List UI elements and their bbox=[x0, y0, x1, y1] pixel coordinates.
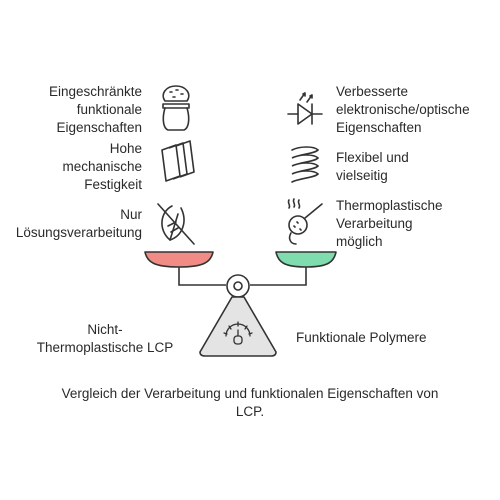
heating-flask-icon bbox=[287, 198, 323, 245]
flour-bag-icon bbox=[162, 85, 190, 131]
label-line: Lösungsverarbeitung bbox=[15, 225, 142, 240]
left-pan bbox=[144, 251, 214, 268]
left-item-2-label: Hohe mechanische Festigkeit bbox=[20, 140, 142, 194]
stacked-sheets-icon bbox=[161, 140, 195, 182]
label-line: möglich bbox=[336, 234, 383, 249]
label-line: Hohe bbox=[109, 141, 142, 156]
caption-line: Vergleich der Verarbeitung und funktiona… bbox=[61, 386, 439, 401]
label-line: Thermoplastische LCP bbox=[36, 340, 174, 355]
label-line: Nicht- bbox=[87, 322, 123, 337]
label-line: Festigkeit bbox=[84, 177, 142, 192]
gauge-icon bbox=[223, 321, 253, 345]
label-line: elektronische/optische bbox=[336, 102, 470, 117]
label-line: Thermoplastische bbox=[336, 198, 443, 213]
label-line: vielseitig bbox=[336, 168, 388, 183]
label-line: Verarbeitung bbox=[336, 216, 413, 231]
pivot-center bbox=[233, 281, 243, 291]
label-line: Nur bbox=[120, 207, 142, 222]
label-line: Flexibel und bbox=[336, 150, 409, 165]
left-item-1-label: Eingeschränkte funktionale Eigenschaften bbox=[20, 83, 142, 137]
scale-left-label: Nicht- Thermoplastische LCP bbox=[20, 321, 190, 357]
left-pan-rope bbox=[178, 267, 226, 286]
caption-line: LCP. bbox=[235, 404, 265, 419]
pivot-ring bbox=[226, 274, 250, 298]
right-item-1-label: Verbesserte elektronische/optische Eigen… bbox=[336, 83, 500, 137]
scale-right-label: Funktionale Polymere bbox=[296, 330, 427, 345]
caption: Vergleich der Verarbeitung und funktiona… bbox=[10, 385, 490, 421]
label-line: Eingeschränkte bbox=[48, 84, 142, 99]
left-item-3-label: Nur Lösungsverarbeitung bbox=[2, 206, 142, 242]
right-item-3-label: Thermoplastische Verarbeitung möglich bbox=[336, 197, 486, 251]
label-line: funktionale bbox=[76, 102, 142, 117]
right-item-2-label: Flexibel und vielseitig bbox=[336, 149, 486, 185]
label-line: mechanische bbox=[62, 159, 142, 174]
right-pan bbox=[275, 251, 337, 268]
right-pan-rope bbox=[250, 267, 307, 286]
led-diode-icon bbox=[287, 92, 323, 125]
label-line: Verbesserte bbox=[336, 84, 409, 99]
spring-icon bbox=[291, 146, 320, 183]
crossed-leaf-icon bbox=[157, 203, 195, 245]
scale bbox=[144, 251, 337, 357]
label-line: Eigenschaften bbox=[56, 120, 142, 135]
label-line: Eigenschaften bbox=[336, 120, 422, 135]
